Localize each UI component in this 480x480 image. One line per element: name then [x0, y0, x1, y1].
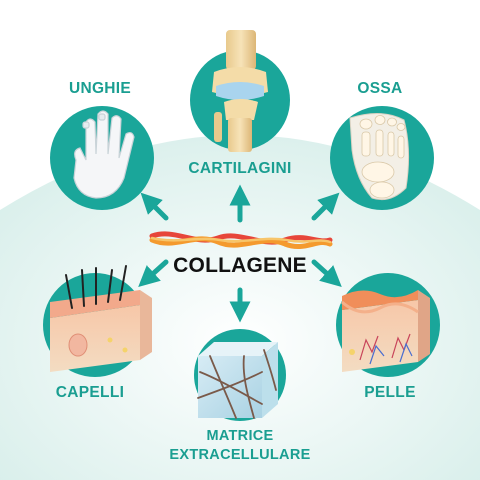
- arrow-to-ossa: [311, 192, 340, 221]
- knee-joint-icon: [212, 30, 268, 152]
- hand-icon: [73, 110, 135, 199]
- label-matrice-line2: EXTRACELLULARE: [169, 447, 311, 463]
- foot-bones-icon: [349, 113, 410, 201]
- arrow-to-capelli: [138, 259, 169, 288]
- label-matrice-line1: MATRICE: [206, 428, 274, 444]
- arrows: [138, 184, 342, 323]
- skin-layers-icon: [341, 290, 430, 372]
- label-capelli: CAPELLI: [55, 384, 125, 401]
- center-label-collagene: COLLAGENE: [173, 254, 307, 277]
- label-cartilagini: CARTILAGINI: [188, 160, 292, 177]
- arrow-to-pelle: [311, 259, 342, 288]
- label-pelle: PELLE: [364, 384, 416, 401]
- label-unghie: UNGHIE: [68, 80, 132, 97]
- hair-follicle-icon: [50, 265, 152, 372]
- collagen-fiber-icon: [149, 231, 333, 250]
- label-ossa: OSSA: [357, 80, 403, 97]
- arrow-to-unghie: [140, 192, 169, 221]
- extracellular-matrix-icon: [197, 342, 278, 419]
